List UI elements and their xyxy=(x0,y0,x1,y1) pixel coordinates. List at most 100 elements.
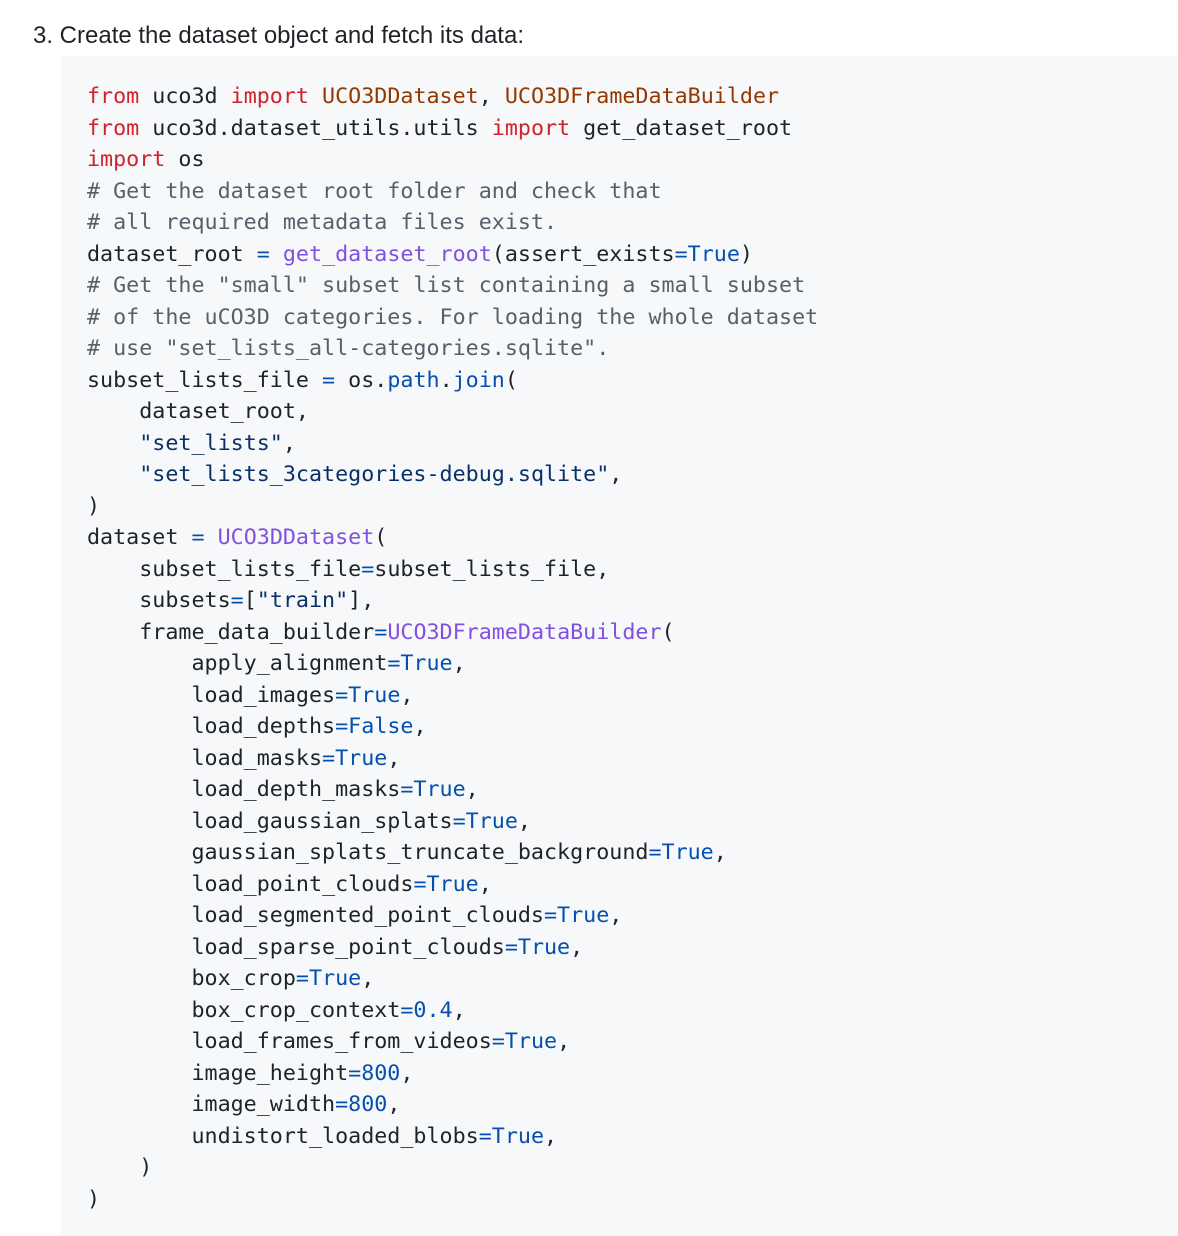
code-line: ) xyxy=(87,1152,1178,1184)
token-code-text: , xyxy=(544,1123,558,1149)
code-line: subset_lists_file = os.path.join( xyxy=(87,365,1178,397)
token-constant: = xyxy=(256,241,270,267)
token-constant: =True xyxy=(335,682,401,708)
code-line: "set_lists_3categories-debug.sqlite", xyxy=(87,459,1178,491)
code-block[interactable]: from uco3d import UCO3DDataset, UCO3DFra… xyxy=(61,56,1178,1236)
token-code-text: frame_data_builder xyxy=(87,619,375,645)
token-code-text: load_depth_masks xyxy=(87,777,401,802)
token-code-text: dataset_root, xyxy=(87,399,309,424)
code-line: load_depth_masks=True, xyxy=(87,774,1178,806)
token-code-text: ( xyxy=(661,619,675,645)
token-constant: = xyxy=(230,588,244,613)
token-code-text: dataset xyxy=(87,525,192,550)
token-code-text: load_images xyxy=(87,682,336,708)
token-code-text xyxy=(87,462,139,487)
code-line: subset_lists_file=subset_lists_file, xyxy=(87,554,1178,586)
code-line: dataset = UCO3DDataset( xyxy=(87,522,1178,554)
token-constant: =800 xyxy=(348,1060,401,1086)
token-code-text: load_masks xyxy=(87,745,323,771)
code-line: undistort_loaded_blobs=True, xyxy=(87,1121,1178,1153)
token-keyword: from xyxy=(87,115,140,141)
token-code-text: apply_alignment xyxy=(87,651,388,676)
token-constant: = xyxy=(322,367,336,393)
code-line: load_gaussian_splats=True, xyxy=(87,806,1178,838)
token-code-text: , xyxy=(413,714,427,739)
token-constant: =True xyxy=(295,966,362,991)
token-code-text: os xyxy=(165,147,205,172)
token-code-text: gaussian_splats_truncate_background xyxy=(87,840,649,865)
code-line: "set_lists", xyxy=(87,428,1178,460)
code-line: load_sparse_point_clouds=True, xyxy=(87,932,1178,964)
token-code-text: undistort_loaded_blobs xyxy=(87,1123,479,1149)
token-constant: =800 xyxy=(335,1092,388,1117)
token-constant: = xyxy=(374,619,388,645)
token-code-text: image_width xyxy=(87,1092,336,1117)
token-string: "train" xyxy=(256,588,349,613)
code-line: from uco3d import UCO3DDataset, UCO3DFra… xyxy=(87,81,1178,113)
code-line: # all required metadata files exist. xyxy=(87,207,1178,239)
token-code-text: , xyxy=(452,997,466,1023)
token-class-name: UCO3DDataset xyxy=(322,84,479,109)
code-line: load_segmented_point_clouds=True, xyxy=(87,900,1178,932)
token-code-text: , xyxy=(478,84,505,109)
code-line: import os xyxy=(87,144,1178,176)
token-code-text: ( xyxy=(504,367,518,393)
token-function-name: UCO3DDataset xyxy=(217,525,375,550)
token-code-text xyxy=(270,242,283,267)
code-line: load_point_clouds=True, xyxy=(87,869,1178,901)
token-code-text: , xyxy=(387,1092,401,1117)
token-keyword: import xyxy=(230,84,309,109)
token-code-text: load_sparse_point_clouds xyxy=(87,934,505,960)
token-constant: =True xyxy=(544,903,610,928)
token-code-text: , xyxy=(570,934,584,960)
token-function-name: UCO3DFrameDataBuilder xyxy=(387,619,662,645)
token-code-text: (assert_exists xyxy=(491,241,675,267)
code-line: frame_data_builder=UCO3DFrameDataBuilder… xyxy=(87,617,1178,649)
token-constant: =0.4 xyxy=(400,997,453,1023)
code-line: ) xyxy=(87,1184,1178,1216)
code-line: # Get the "small" subset list containing… xyxy=(87,270,1178,302)
code-line: image_height=800, xyxy=(87,1058,1178,1090)
token-code-text xyxy=(309,84,322,109)
token-code-text: , xyxy=(517,808,531,834)
token-code-text: dataset_root xyxy=(87,241,257,267)
token-code-text: os. xyxy=(335,367,388,393)
token-code-text: , xyxy=(452,651,466,676)
code-line: image_width=800, xyxy=(87,1089,1178,1121)
token-code-text: ], xyxy=(348,588,375,613)
token-code-text xyxy=(87,431,139,456)
token-code-text: , xyxy=(361,966,375,991)
token-code-text: [ xyxy=(243,588,257,613)
token-code-text: , xyxy=(400,682,414,708)
token-code-text: load_depths xyxy=(87,714,336,739)
token-constant: =True xyxy=(452,808,518,834)
token-comment: # use "set_lists_all-categories.sqlite". xyxy=(87,336,610,361)
token-code-text: , xyxy=(609,903,623,928)
token-code-text: ) xyxy=(87,1186,101,1212)
token-constant: =True xyxy=(648,840,714,865)
token-constant: =True xyxy=(478,1123,545,1149)
token-code-text: load_frames_from_videos xyxy=(87,1029,492,1054)
token-code-text: get_dataset_root xyxy=(570,115,793,141)
token-function-name: get_dataset_root xyxy=(282,241,492,267)
token-code-text: , xyxy=(282,430,296,456)
token-comment: # all required metadata files exist. xyxy=(87,210,558,235)
token-code-text: ( xyxy=(374,525,388,550)
code-line: box_crop_context=0.4, xyxy=(87,995,1178,1027)
token-constant: =True xyxy=(491,1029,558,1054)
token-code-text: , xyxy=(557,1029,571,1054)
code-line: load_images=True, xyxy=(87,680,1178,712)
token-code-text: ) xyxy=(87,1155,153,1180)
token-code-text: uco3d xyxy=(139,84,231,109)
token-code-text: subset_lists_file xyxy=(87,367,323,393)
token-code-text: box_crop_context xyxy=(87,997,401,1023)
token-code-text: load_point_clouds xyxy=(87,871,414,897)
token-code-text: , xyxy=(478,871,492,897)
token-constant: =True xyxy=(387,651,453,676)
token-constant: join xyxy=(452,367,505,393)
code-line: dataset_root = get_dataset_root(assert_e… xyxy=(87,239,1178,271)
token-constant: =True xyxy=(674,241,740,267)
code-line: load_masks=True, xyxy=(87,743,1178,775)
token-code-text: subsets xyxy=(87,588,231,613)
code-line: subsets=["train"], xyxy=(87,585,1178,617)
